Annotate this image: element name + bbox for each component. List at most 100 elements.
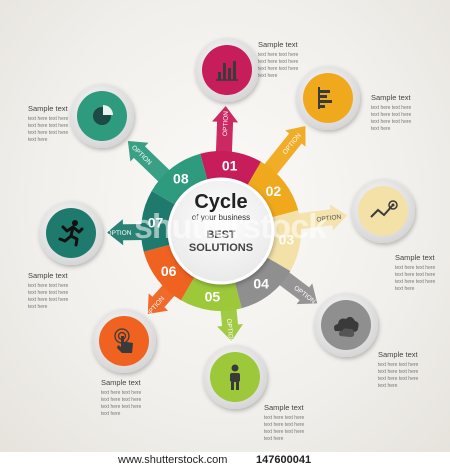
horizontal-bar-chart-icon	[318, 87, 332, 109]
segment-number: 01	[222, 158, 238, 174]
center-line-best: BEST	[206, 229, 236, 241]
touch-hand-icon	[114, 328, 133, 353]
callout-line: text here text here	[264, 422, 305, 428]
callout-line: text here text here	[264, 429, 305, 435]
pie-chart-icon	[93, 105, 113, 125]
callout-line: text here text here	[28, 290, 69, 296]
callout-line: text here text here	[101, 397, 142, 403]
callout-08: Sample text text here text here text her…	[28, 104, 118, 144]
callout-line: text here	[371, 126, 391, 132]
segment-number: 04	[253, 275, 269, 291]
segment-number: 03	[279, 232, 295, 248]
option-label: OPTION	[107, 230, 132, 237]
ring-segment	[247, 161, 299, 218]
callout-line: text here text here	[28, 130, 69, 136]
callout-line: text here text here	[28, 297, 69, 303]
node-7	[39, 201, 103, 265]
callout-line: text here	[28, 304, 48, 310]
callout-01: Sample text text here text here text her…	[258, 40, 348, 80]
callout-line: text here text here	[395, 279, 436, 285]
callout-06: Sample text text here text here text her…	[101, 378, 191, 418]
node-4	[314, 293, 378, 357]
callout-line: text here text here	[258, 66, 299, 72]
node-2	[296, 66, 360, 130]
callout-line: text here	[395, 286, 415, 292]
ring-segment	[266, 210, 302, 271]
callout-line: text here text here	[371, 119, 412, 125]
node-1	[195, 38, 259, 102]
node-3	[351, 179, 415, 243]
callout-title: Sample text	[28, 271, 68, 280]
callout-04: Sample text text here text here text her…	[378, 350, 450, 390]
callout-title: Sample text	[28, 104, 68, 113]
callout-body: text here text here text here text here …	[371, 105, 450, 133]
node-5	[203, 345, 267, 409]
callout-line: text here text here	[378, 362, 419, 368]
callout-line: text here text here	[101, 404, 142, 410]
callout-line: text here text here	[28, 116, 69, 122]
callout-title: Sample text	[378, 350, 418, 359]
callout-title: Sample text	[264, 403, 304, 412]
node-8	[70, 84, 134, 148]
option-label: OPTION	[222, 111, 230, 136]
bar-chart-icon	[216, 61, 238, 81]
node-6	[92, 309, 156, 373]
ring-segment	[143, 244, 195, 301]
segment-number: 08	[173, 171, 189, 187]
cycle-diagram: OPTIONOPTIONOPTIONOPTIONOPTIONOPTIONOPTI…	[39, 38, 415, 409]
footer-image-id: 147600041	[256, 454, 312, 466]
trend-line-icon	[370, 200, 398, 218]
callout-line: text here	[264, 436, 284, 442]
callout-line: text here text here	[371, 105, 412, 111]
ring-segment	[181, 276, 242, 311]
callout-body: text here text here text here text here …	[378, 362, 450, 390]
callout-line: text here text here	[264, 415, 305, 421]
segment-number: 05	[205, 288, 221, 304]
callout-line: text here text here	[101, 390, 142, 396]
center-line-solutions: SOLUTIONS	[189, 242, 253, 254]
ring-segment	[234, 257, 291, 309]
ring-segment	[200, 151, 261, 186]
option-label: OPTION	[225, 318, 234, 344]
option-label: OPTION	[316, 214, 342, 224]
segment-number: 02	[266, 183, 282, 199]
callout-line: text here text here	[371, 112, 412, 118]
callout-line: text here text here	[258, 52, 299, 58]
footer-bar: www.shutterstock.com 147600041	[0, 452, 450, 470]
center-subtitle: of your business	[192, 213, 250, 222]
node-disc	[202, 45, 252, 95]
segment-number: 07	[148, 214, 164, 230]
callout-line: text here text here	[28, 123, 69, 129]
callout-body: text here text here text here text here …	[28, 283, 118, 311]
callout-title: Sample text	[395, 253, 435, 262]
center-title: Cycle	[194, 191, 247, 213]
segment-number: 06	[161, 263, 177, 279]
ring-segment	[141, 191, 176, 252]
node-disc	[358, 186, 408, 236]
callout-line: text here	[101, 411, 121, 417]
cloud-icon	[334, 316, 359, 337]
callout-body: text here text here text here text here …	[264, 415, 354, 443]
callout-02: Sample text text here text here text her…	[371, 93, 450, 133]
callout-line: text here	[258, 73, 278, 79]
callout-line: text here text here	[28, 283, 69, 289]
callout-line: text here	[378, 383, 398, 389]
callout-line: text here text here	[378, 376, 419, 382]
center-circle	[167, 177, 275, 285]
ring-segment	[151, 153, 208, 205]
callout-03: Sample text text here text here text her…	[395, 253, 450, 293]
callout-line: text here text here	[395, 265, 436, 271]
callout-05: Sample text text here text here text her…	[264, 403, 354, 443]
callout-title: Sample text	[371, 93, 411, 102]
callout-line: text here text here	[378, 369, 419, 375]
callout-title: Sample text	[258, 40, 298, 49]
callout-07: Sample text text here text here text her…	[28, 271, 118, 311]
callout-body: text here text here text here text here …	[258, 52, 348, 80]
callout-body: text here text here text here text here …	[28, 116, 118, 144]
callout-title: Sample text	[101, 378, 141, 387]
callout-line: text here text here	[395, 272, 436, 278]
person-icon	[230, 364, 240, 390]
node-disc	[303, 73, 353, 123]
footer-site: www.shutterstock.com	[118, 454, 228, 466]
